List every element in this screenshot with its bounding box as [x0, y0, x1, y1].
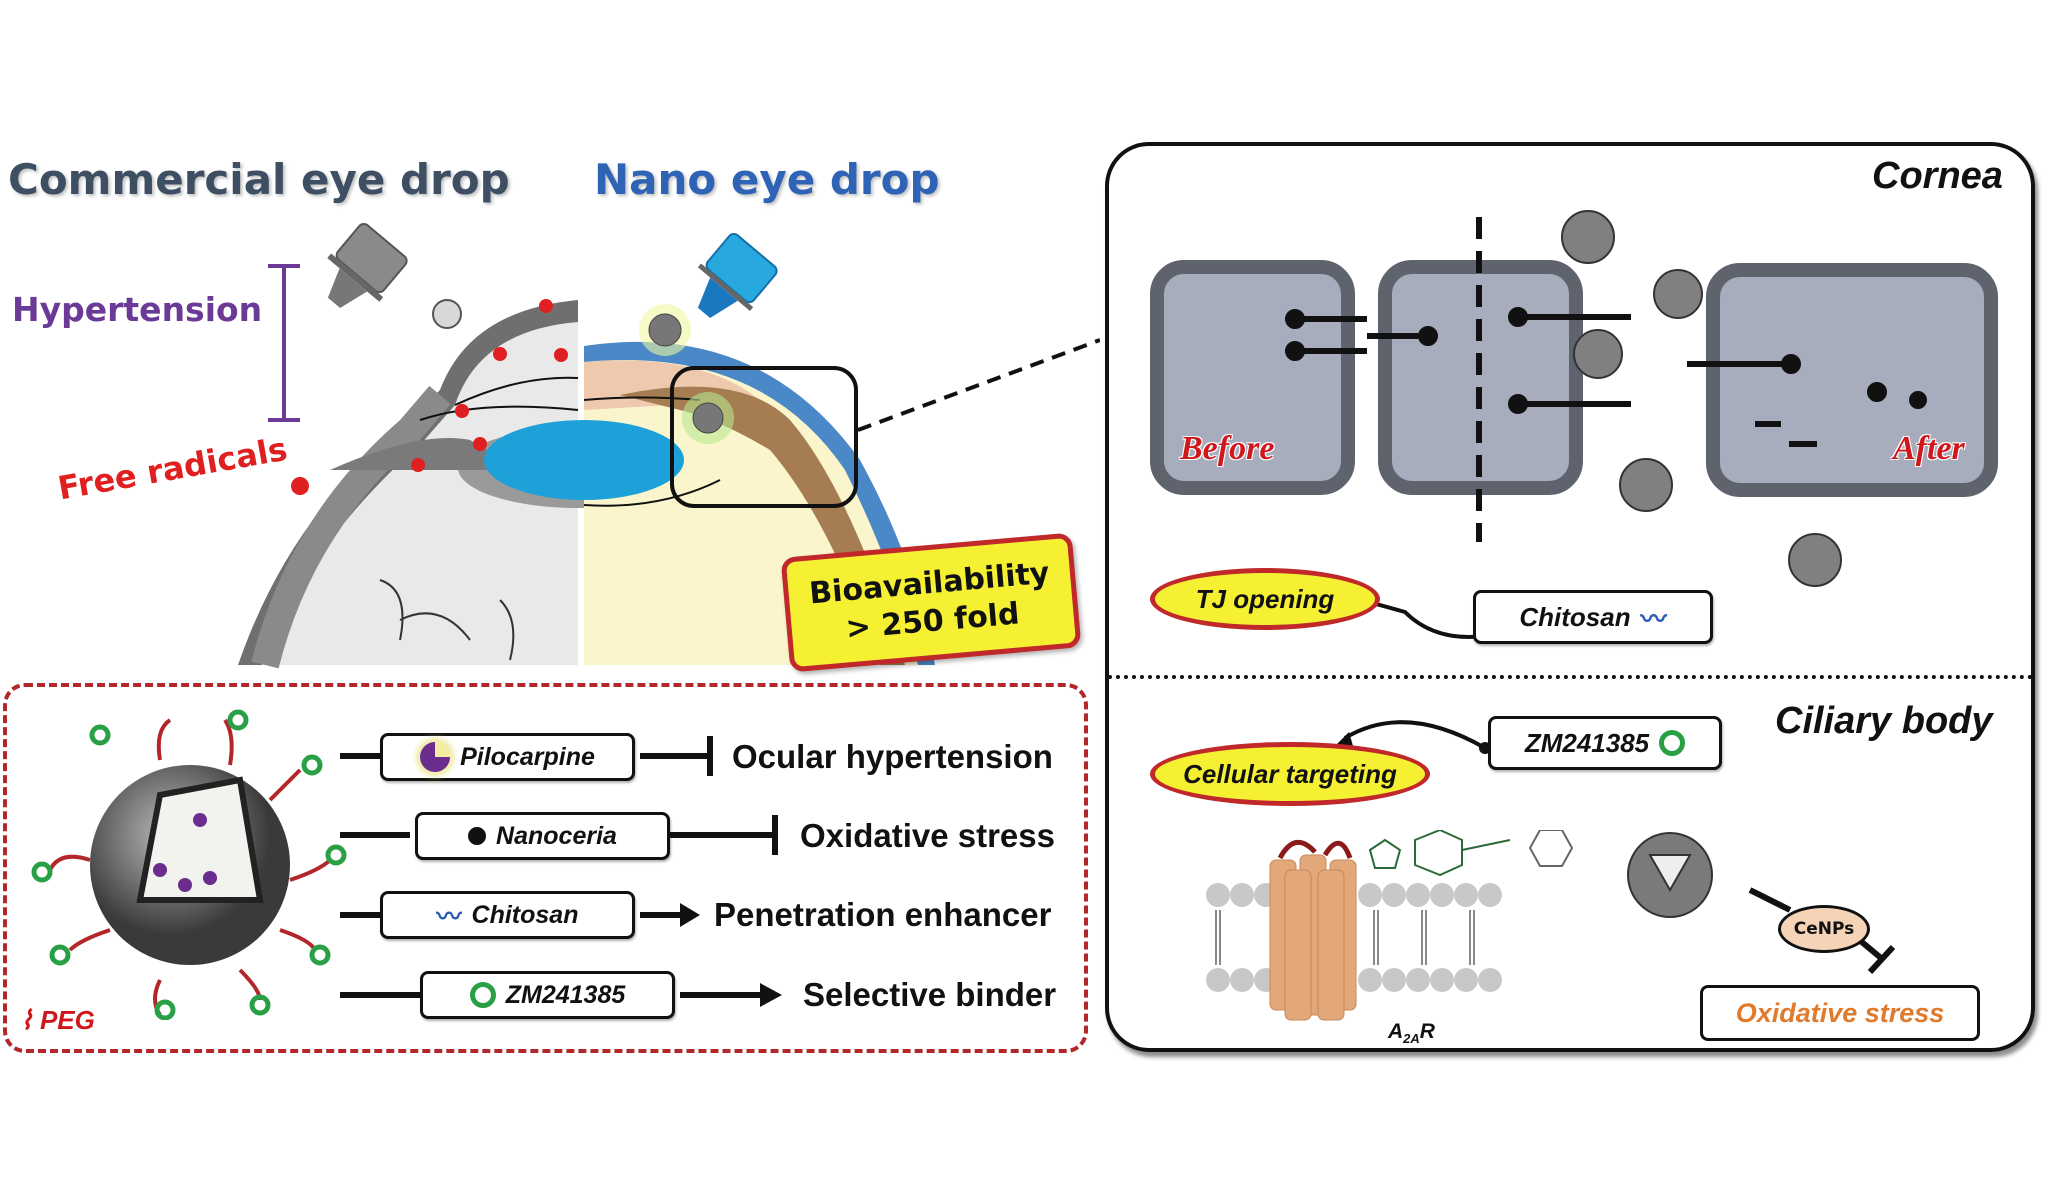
section-divider — [1108, 675, 2033, 679]
zoom-arrow — [857, 338, 1100, 432]
pilocarpine-icon — [420, 742, 451, 772]
oxidative-stress-box: Oxidative stress — [1700, 985, 1980, 1041]
zm241385-label: ZM241385 — [1524, 727, 1650, 758]
nano-eye-drop-title: Nano eye drop — [594, 155, 940, 204]
before-label: Before — [1180, 430, 1275, 467]
a2a-receptor-icon — [1269, 854, 1357, 1021]
cornea-title: Cornea — [1872, 155, 2003, 197]
commercial-eye-drop-title: Commercial eye drop — [8, 155, 510, 204]
legend-effect: Penetration enhancer — [714, 896, 1052, 933]
green-ring-icon — [469, 982, 496, 1008]
a2ar-label-sub: 2A — [1403, 1031, 1420, 1047]
hypertension-bracket — [268, 264, 300, 422]
legend-effect: Selective binder — [803, 976, 1057, 1013]
cell-after — [1706, 263, 1998, 497]
zm241385-box: ZM241385 — [1488, 716, 1722, 770]
legend-row-pilocarpine: Pilocarpine — [380, 733, 635, 781]
a2ar-label-r: R — [1419, 1020, 1435, 1043]
legend-connectors — [340, 736, 782, 1007]
legend-component: Chitosan — [471, 900, 579, 929]
nanoparticle-icon — [639, 304, 734, 444]
cenps-label: CeNPs — [1778, 905, 1870, 953]
legend-row-zm241385: ZM241385 — [420, 971, 675, 1019]
chitosan-label: Chitosan — [1519, 601, 1631, 632]
hypertension-label: Hypertension — [12, 290, 263, 329]
legend-row-nanoceria: Nanoceria — [415, 812, 670, 860]
chitosan-strand-icon: 〰 — [436, 903, 462, 931]
receptor-illustration — [1206, 830, 1713, 1021]
tj-opening-label: TJ opening — [1150, 568, 1380, 630]
drug-payload-dots — [153, 813, 217, 892]
ciliary-body-title: Ciliary body — [1775, 700, 1993, 742]
peg-legend: ⌇ PEG — [20, 1005, 95, 1036]
nanoparticles-cornea — [1561, 210, 1842, 587]
peg-strand-icon: ⌇ — [20, 1005, 33, 1035]
a2ar-label: A2AR — [1388, 1020, 1435, 1046]
free-radical-dots — [291, 299, 568, 495]
eye-illustration — [238, 223, 1100, 669]
nanoparticle-diagram — [31, 709, 347, 1020]
legend-effect: Oxidative stress — [800, 817, 1055, 854]
legend-component: ZM241385 — [505, 980, 626, 1009]
legend-component: Nanoceria — [496, 821, 617, 850]
zoom-region-box — [670, 366, 858, 508]
cellular-targeting-label: Cellular targeting — [1150, 742, 1430, 806]
commercial-eye — [238, 223, 698, 669]
chitosan-strand-icon: 〰 — [1640, 603, 1667, 634]
cell-before-left — [1150, 260, 1355, 495]
green-ring-icon — [1659, 730, 1686, 756]
chitosan-box: Chitosan 〰 — [1473, 590, 1713, 644]
legend-effect: Ocular hypertension — [732, 738, 1053, 775]
mechanism-panel — [1105, 142, 2035, 1052]
nanoparticle-legend — [3, 683, 1088, 1053]
legend-component: Pilocarpine — [460, 742, 595, 771]
a2ar-label-a: A — [1388, 1020, 1404, 1043]
zm241385-molecule — [1368, 830, 1574, 877]
after-label: After — [1893, 430, 1965, 467]
legend-row-chitosan: 〰 Chitosan — [380, 891, 635, 939]
nanoceria-dot-icon — [468, 827, 487, 845]
peg-label: PEG — [39, 1005, 95, 1035]
ligand-rings — [31, 709, 347, 1020]
